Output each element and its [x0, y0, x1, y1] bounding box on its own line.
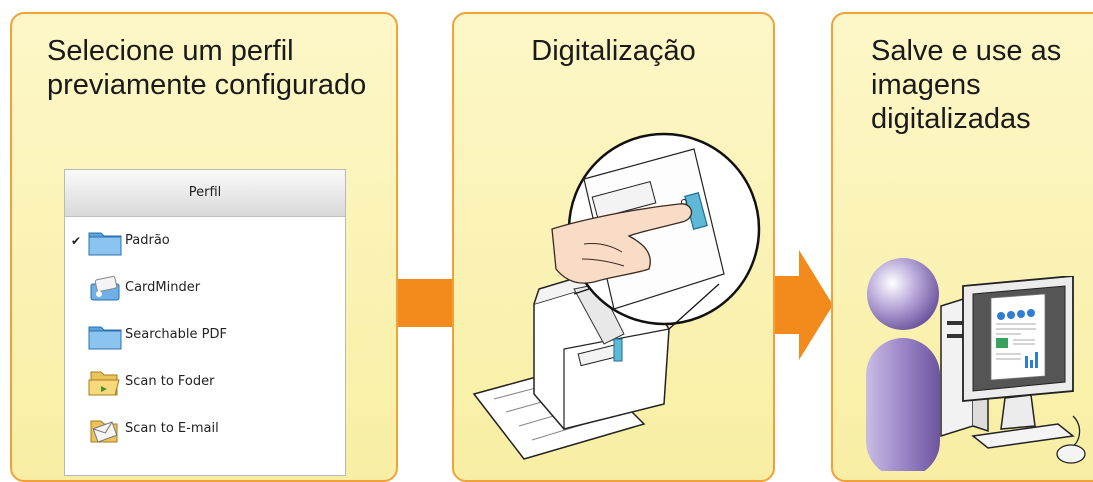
- profile-list: Perfil ✔ Padrão CardMinder Se: [64, 169, 346, 476]
- check-icon: ✔: [70, 233, 82, 248]
- open-folder-icon: [88, 371, 120, 395]
- step-panel-scanning: Digitalização: [452, 12, 775, 482]
- step-panel-select-profile: Selecione um perfil previamente configur…: [10, 12, 398, 482]
- user-avatar-icon: [866, 258, 940, 471]
- profile-list-header: Perfil: [65, 170, 345, 217]
- step-title-line: Selecione um perfil: [47, 35, 294, 67]
- profile-item-label: CardMinder: [125, 280, 201, 295]
- folder-icon: [88, 326, 122, 349]
- step-title: Selecione um perfil previamente configur…: [47, 34, 366, 102]
- step-title-line: previamente configurado: [47, 69, 367, 101]
- scanner-illustration: [472, 132, 761, 460]
- step-title-line: digitalizadas: [871, 103, 1031, 135]
- profile-item-cardminder[interactable]: CardMinder: [65, 264, 345, 311]
- arrow-right-icon: [398, 279, 454, 327]
- profile-item-label: Searchable PDF: [125, 327, 227, 342]
- profile-item-padrao[interactable]: ✔ Padrão: [65, 217, 345, 264]
- profile-item-searchable-pdf[interactable]: Searchable PDF: [65, 311, 345, 358]
- step-panel-save-use: Salve e use as imagens digitalizadas: [831, 12, 1093, 482]
- profile-item-scan-to-folder[interactable]: Scan to Foder: [65, 358, 345, 405]
- computer-illustration: [940, 276, 1086, 464]
- email-icon: [90, 420, 118, 443]
- folder-icon: [88, 232, 122, 255]
- step-title-line: Salve e use as: [871, 35, 1062, 67]
- arrow-right-icon: [775, 250, 833, 360]
- profile-item-label: Scan to E-mail: [125, 421, 219, 436]
- step-title: Salve e use as imagens digitalizadas: [871, 34, 1061, 136]
- step-title: Digitalização: [454, 34, 773, 68]
- profile-item-label: Padrão: [125, 233, 170, 248]
- profile-item-label: Scan to Foder: [125, 374, 215, 389]
- step-title-line: Digitalização: [531, 35, 696, 67]
- profile-item-scan-to-email[interactable]: Scan to E-mail: [65, 405, 345, 452]
- card-icon: [90, 275, 120, 300]
- step-title-line: imagens: [871, 69, 981, 101]
